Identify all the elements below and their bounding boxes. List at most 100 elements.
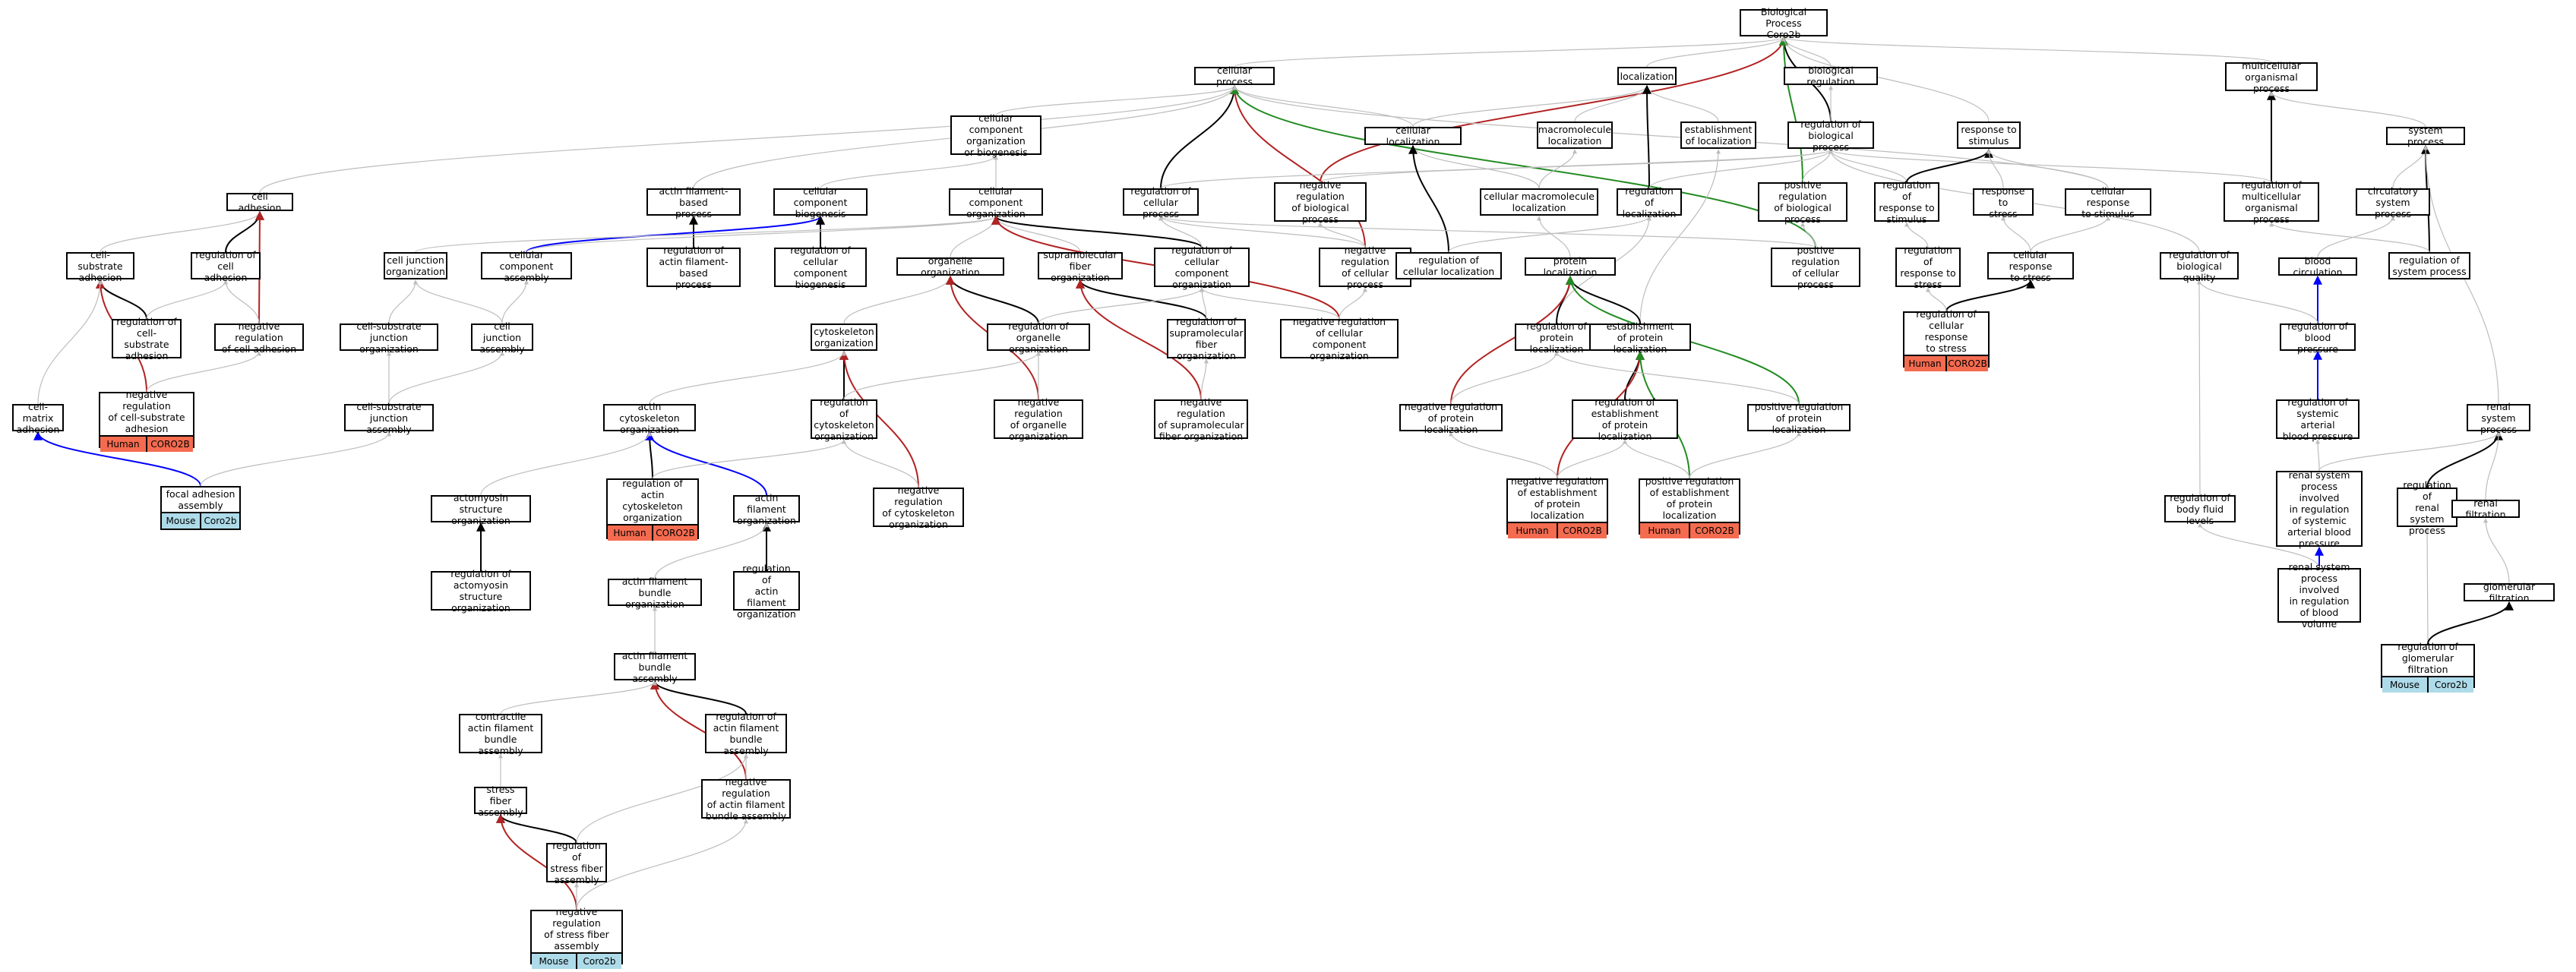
go-term-ramsorg[interactable]: regulation of actomyosin structure organ… — [431, 568, 531, 614]
go-term-cafba[interactable]: contractile actin filament bundle assemb… — [459, 711, 542, 756]
go-term-cjassem[interactable]: cell junction assembly — [471, 320, 533, 355]
go-term-ccob[interactable]: cellular component organization or bioge… — [950, 112, 1041, 158]
go-term-cloc[interactable]: cellular localization — [1364, 125, 1462, 147]
go-term-afbo[interactable]: actin filament bundle organization — [608, 576, 702, 610]
go-term-rbfl[interactable]: regulation of body fluid levels — [2164, 492, 2236, 526]
go-term-rsysproc[interactable]: regulation of system process — [2388, 252, 2470, 279]
go-term-rsprocsabp[interactable]: renal system process involved in regulat… — [2276, 469, 2363, 549]
go-term-mop[interactable]: multicellular organismal process — [2225, 60, 2318, 94]
go-term-nrcadh[interactable]: negative regulation of cell adhesion — [214, 320, 304, 355]
go-term-rprotloc[interactable]: regulation of protein localization — [1515, 320, 1598, 355]
go-term-estprotloc[interactable]: establishment of protein localization — [1589, 320, 1691, 355]
go-term-label: Biological Process Coro2b — [1760, 5, 1807, 40]
go-term-rafba[interactable]: regulation of actin filament bundle asse… — [705, 711, 787, 756]
go-term-celladh[interactable]: cell adhesion — [226, 191, 293, 213]
go-term-rbp2[interactable]: regulation of blood pressure — [2280, 320, 2356, 355]
go-term-racskorg[interactable]: regulation of actin cytoskeleton organiz… — [606, 478, 699, 541]
go-term-cmadh[interactable]: cell-matrix adhesion — [12, 401, 64, 435]
go-term-csadh[interactable]: cell-substrate adhesion — [66, 249, 134, 283]
go-term-sfa[interactable]: stress fiber assembly — [474, 784, 527, 818]
species-tag: Human — [100, 437, 146, 452]
go-term-prcp[interactable]: positive regulation of cellular process — [1771, 245, 1860, 290]
go-term-rcadh[interactable]: regulation of cell adhesion — [191, 249, 261, 283]
go-term-nrccorg[interactable]: negative regulation of cellular componen… — [1280, 316, 1399, 361]
go-term-rrtstress[interactable]: regulation of response to stress — [1895, 245, 1961, 290]
go-term-rts[interactable]: response to stimulus — [1957, 122, 2021, 149]
go-term-bloodcirc[interactable]: blood circulation — [2278, 255, 2357, 278]
go-term-rsfa[interactable]: regulation of stress fiber assembly — [546, 840, 607, 885]
go-term-rcskorg[interactable]: regulation of cytoskeleton organization — [811, 396, 877, 442]
go-term-nrafba[interactable]: negative regulation of actin filament bu… — [701, 776, 791, 822]
go-term-csjorg[interactable]: cell-substrate junction organization — [340, 320, 438, 355]
go-term-label: regulation of protein localization — [1526, 320, 1587, 355]
go-term-nrorgorg[interactable]: negative regulation of organelle organiz… — [994, 396, 1083, 442]
go-term-raforg[interactable]: regulation of actin filament organizatio… — [733, 563, 800, 620]
go-term-rsmforg[interactable]: regulation of supramolecular fiber organ… — [1167, 316, 1246, 361]
go-term-rsproc[interactable]: renal system process — [2467, 401, 2530, 435]
go-term-glomfilt[interactable]: glomerular filtration — [2464, 581, 2555, 604]
go-term-rcrtstress[interactable]: regulation of cellular response to stres… — [1903, 308, 1990, 371]
go-term-ccb[interactable]: cellular component biogenesis — [773, 185, 868, 219]
go-term-cmloc[interactable]: cellular macromolecule localization — [1480, 188, 1598, 216]
go-term-circ[interactable]: circulatory system process — [2356, 185, 2430, 219]
go-term-nrbp[interactable]: negative regulation of biological proces… — [1274, 179, 1367, 225]
edge-part-of — [946, 275, 1039, 324]
go-term-loc[interactable]: localization — [1617, 67, 1677, 85]
go-term-rbq[interactable]: regulation of biological quality — [2160, 249, 2239, 283]
go-term-nrprotloc[interactable]: negative regulation of protein localizat… — [1399, 401, 1503, 435]
go-term-rcsadh[interactable]: regulation of cell-substrate adhesion — [112, 316, 182, 361]
go-term-orgorg[interactable]: organelle organization — [896, 255, 1004, 278]
go-term-rrsproc[interactable]: regulation of renal system process — [2397, 479, 2457, 536]
edge-is-a — [1623, 439, 1690, 479]
go-term-cskorg[interactable]: cytoskeleton organization — [811, 323, 877, 351]
go-term-prbp[interactable]: positive regulation of biological proces… — [1758, 179, 1847, 225]
go-term-afba[interactable]: actin filament bundle assembly — [614, 650, 696, 684]
go-term-rsprocbv[interactable]: renal system process involved in regulat… — [2277, 561, 2361, 630]
go-term-nrcsadh[interactable]: negative regulation of cell-substrate ad… — [99, 389, 194, 452]
go-term-rafbp[interactable]: regulation of actin filament-based proce… — [646, 245, 741, 290]
go-term-rbp[interactable]: regulation of biological process — [1787, 118, 1874, 153]
go-term-protloc[interactable]: protein localization — [1525, 255, 1616, 278]
go-term-rorgorg[interactable]: regulation of organelle organization — [987, 320, 1090, 355]
go-term-crtstress[interactable]: cellular response to stress — [1987, 249, 2074, 283]
go-term-afbp[interactable]: actin filament-based process — [646, 185, 741, 219]
edge-negatively-regulates — [1450, 275, 1575, 405]
go-term-nrcskorg[interactable]: negative regulation of cytoskeleton orga… — [873, 484, 964, 530]
go-term-rtstress[interactable]: response to stress — [1973, 185, 2034, 219]
go-term-prestprotloc[interactable]: positive regulation of establishment of … — [1639, 475, 1740, 538]
edge-is-a — [1450, 351, 1559, 405]
go-term-mmloc[interactable]: macromolecule localization — [1537, 122, 1613, 149]
go-term-rsabp[interactable]: regulation of systemic arterial blood pr… — [2276, 396, 2359, 442]
go-term-rcloc[interactable]: regulation of cellular localization — [1395, 252, 1502, 279]
go-term-prprotloc[interactable]: positive regulation of protein localizat… — [1747, 401, 1851, 435]
go-term-cp[interactable]: cellular process — [1194, 65, 1275, 87]
go-term-sysproc[interactable]: system process — [2386, 125, 2465, 147]
go-term-ccassem[interactable]: cellular component assembly — [481, 249, 572, 283]
go-term-csjassem[interactable]: cell-substrate junction assembly — [344, 401, 434, 435]
go-term-amsorg[interactable]: actomyosin structure organization — [431, 492, 531, 526]
go-term-smforg[interactable]: supramolecular fiber organization — [1038, 249, 1123, 283]
go-term-acskorg[interactable]: actin cytoskeleton organization — [603, 401, 696, 435]
go-term-aforg[interactable]: actin filament organization — [733, 492, 800, 526]
go-term-rloc[interactable]: regulation of localization — [1617, 185, 1682, 219]
edge-is-a — [1448, 216, 1651, 253]
go-term-bp[interactable]: Biological Process Coro2b — [1740, 6, 1828, 40]
go-term-breg[interactable]: biological regulation — [1784, 65, 1878, 87]
go-term-estloc[interactable]: establishment of localization — [1680, 122, 1756, 149]
go-term-restprotloc[interactable]: regulation of establishment of protein l… — [1572, 396, 1678, 442]
go-term-rcp[interactable]: regulation of cellular process — [1123, 185, 1199, 219]
go-term-rccb[interactable]: regulation of cellular component biogene… — [774, 245, 867, 290]
go-term-crts[interactable]: cellular response to stimulus — [2065, 185, 2151, 219]
go-term-renfilt[interactable]: renal filtration — [2451, 497, 2520, 520]
go-term-rrts[interactable]: regulation of response to stimulus — [1874, 179, 1939, 225]
go-term-nrestprotloc[interactable]: negative regulation of establishment of … — [1506, 475, 1608, 538]
go-term-cjorg[interactable]: cell junction organization — [384, 252, 447, 279]
go-term-rccorg[interactable]: regulation of cellular component organiz… — [1154, 245, 1250, 290]
go-term-nrsmforg[interactable]: negative regulation of supramolecular fi… — [1154, 396, 1248, 442]
go-term-rmop[interactable]: regulation of multicellular organismal p… — [2224, 179, 2319, 225]
go-term-nrsfa[interactable]: negative regulation of stress fiber asse… — [530, 906, 623, 969]
go-term-cco[interactable]: cellular component organization — [949, 185, 1043, 219]
